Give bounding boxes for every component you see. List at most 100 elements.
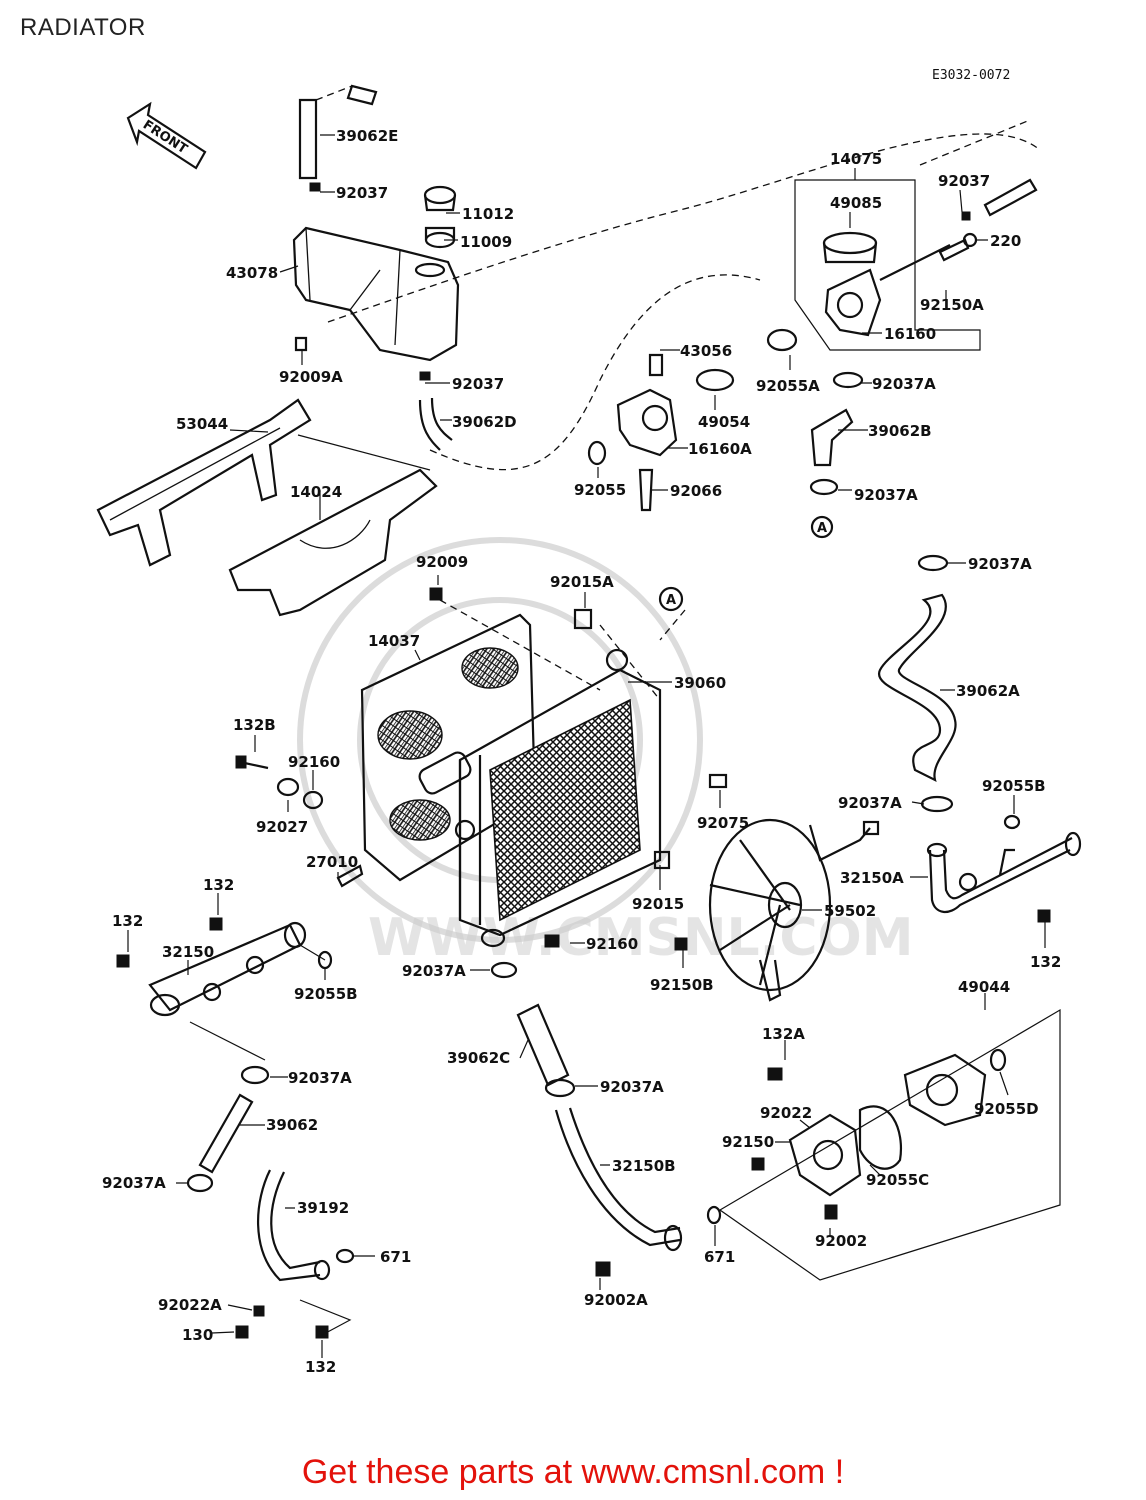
reference-circle-a-mid bbox=[658, 586, 684, 612]
callout-92015: 92015 bbox=[632, 895, 684, 913]
callout-92055a: 92055A bbox=[756, 377, 820, 395]
callout-92037: 92037 bbox=[336, 184, 388, 202]
hose-39062c bbox=[516, 1003, 576, 1098]
callout-14037: 14037 bbox=[368, 632, 420, 650]
callout-92037a: 92037A bbox=[872, 375, 936, 393]
callout-92037: 92037 bbox=[938, 172, 990, 190]
page-title: RADIATOR bbox=[20, 14, 146, 41]
pipe-39192 bbox=[235, 1169, 355, 1339]
hose-39062d bbox=[418, 399, 441, 451]
bracket-14075 bbox=[794, 179, 981, 351]
reference-letter-a: A bbox=[666, 593, 676, 608]
routing-line-2 bbox=[429, 274, 761, 471]
water-pump-49044 bbox=[751, 1048, 1007, 1220]
callout-11012: 11012 bbox=[462, 205, 514, 223]
pipe-32150a bbox=[926, 814, 1082, 923]
callout-132: 132 bbox=[203, 876, 234, 894]
front-direction-arrow: FRONT bbox=[126, 101, 207, 170]
callout-32150b: 32150B bbox=[612, 1157, 676, 1175]
callout-132: 132 bbox=[112, 912, 143, 930]
callout-92022a: 92022A bbox=[158, 1296, 222, 1314]
callout-92037: 92037 bbox=[452, 375, 504, 393]
callout-16160: 16160 bbox=[884, 325, 936, 343]
callout-59502: 59502 bbox=[824, 902, 876, 920]
radiator-core bbox=[439, 599, 728, 979]
hose-39062a bbox=[877, 554, 957, 813]
callout-92037a: 92037A bbox=[288, 1069, 352, 1087]
reference-circle-a-top bbox=[810, 515, 834, 539]
callout-92160: 92160 bbox=[586, 935, 638, 953]
callout-92002: 92002 bbox=[815, 1232, 867, 1250]
callout-39062: 39062 bbox=[266, 1116, 318, 1134]
callout-53044: 53044 bbox=[176, 415, 228, 433]
callout-39062b: 39062B bbox=[868, 422, 932, 440]
bracket-53044 bbox=[96, 398, 312, 567]
callout-132b: 132B bbox=[233, 716, 276, 734]
callout-92055: 92055 bbox=[574, 481, 626, 499]
callout-92015a: 92015A bbox=[550, 573, 614, 591]
shroud-14024 bbox=[228, 434, 438, 617]
callout-92055b: 92055B bbox=[982, 777, 1046, 795]
callout-671: 671 bbox=[380, 1248, 411, 1266]
callout-39062e: 39062E bbox=[336, 127, 398, 145]
callout-92037a: 92037A bbox=[102, 1174, 166, 1192]
thermostat-housing bbox=[766, 178, 1038, 389]
reference-letter-a: A bbox=[817, 521, 827, 536]
callout-27010: 27010 bbox=[306, 853, 358, 871]
callout-92037a: 92037A bbox=[854, 486, 918, 504]
callout-92150: 92150 bbox=[722, 1133, 774, 1151]
diagram-reference-code: E3032-0072 bbox=[932, 68, 1011, 83]
callout-43056: 43056 bbox=[680, 342, 732, 360]
callout-49085: 49085 bbox=[830, 194, 882, 212]
callout-92055b: 92055B bbox=[294, 985, 358, 1003]
callout-92002a: 92002A bbox=[584, 1291, 648, 1309]
watermark: WWW.CMSNL.COM bbox=[297, 537, 913, 968]
callout-92037a: 92037A bbox=[402, 962, 466, 980]
footer-link-text[interactable]: Get these parts at www.cmsnl.com ! bbox=[301, 1453, 845, 1491]
hose-39062b bbox=[810, 408, 854, 467]
callout-130: 130 bbox=[182, 1326, 213, 1344]
callout-49054: 49054 bbox=[698, 413, 750, 431]
callout-92009: 92009 bbox=[416, 553, 468, 571]
callout-132: 132 bbox=[305, 1358, 336, 1376]
callout-11009: 11009 bbox=[460, 233, 512, 251]
reservoir-tank bbox=[292, 182, 460, 381]
callout-92055d: 92055D bbox=[974, 1100, 1039, 1118]
callout-92075: 92075 bbox=[697, 814, 749, 832]
hose-39062 bbox=[186, 1065, 270, 1193]
callout-132: 132 bbox=[1030, 953, 1061, 971]
callout-92160: 92160 bbox=[288, 753, 340, 771]
callout-92150b: 92150B bbox=[650, 976, 714, 994]
pipe-32150 bbox=[116, 917, 333, 1017]
callout-132a: 132A bbox=[762, 1025, 805, 1043]
callout-39062d: 39062D bbox=[452, 413, 517, 431]
callout-39062a: 39062A bbox=[956, 682, 1020, 700]
callout-32150: 32150 bbox=[162, 943, 214, 961]
callout-92022: 92022 bbox=[760, 1104, 812, 1122]
callout-92009a: 92009A bbox=[279, 368, 343, 386]
hardware-bolts bbox=[235, 587, 476, 888]
callout-43078: 43078 bbox=[226, 264, 278, 282]
callout-92027: 92027 bbox=[256, 818, 308, 836]
callout-49044: 49044 bbox=[958, 978, 1010, 996]
callout-92037a: 92037A bbox=[838, 794, 902, 812]
callout-92066: 92066 bbox=[670, 482, 722, 500]
callout-92055c: 92055C bbox=[866, 1171, 929, 1189]
hose-39062e bbox=[298, 84, 378, 180]
callout-92037a: 92037A bbox=[968, 555, 1032, 573]
callout-14024: 14024 bbox=[290, 483, 342, 501]
callout-39060: 39060 bbox=[674, 674, 726, 692]
callout-leaders bbox=[127, 134, 1046, 1358]
callout-671: 671 bbox=[704, 1248, 735, 1266]
callout-92150a: 92150A bbox=[920, 296, 984, 314]
callout-14075: 14075 bbox=[830, 150, 882, 168]
callout-16160a: 16160A bbox=[688, 440, 752, 458]
callout-32150a: 32150A bbox=[840, 869, 904, 887]
callout-39192: 39192 bbox=[297, 1199, 349, 1217]
callout-39062c: 39062C bbox=[447, 1049, 510, 1067]
cooling-fan-59502 bbox=[674, 818, 880, 1002]
callout-labels: 39062E 92037 11012 11009 43078 92009A 92… bbox=[102, 127, 1061, 1376]
routing-line-3 bbox=[919, 119, 1031, 166]
